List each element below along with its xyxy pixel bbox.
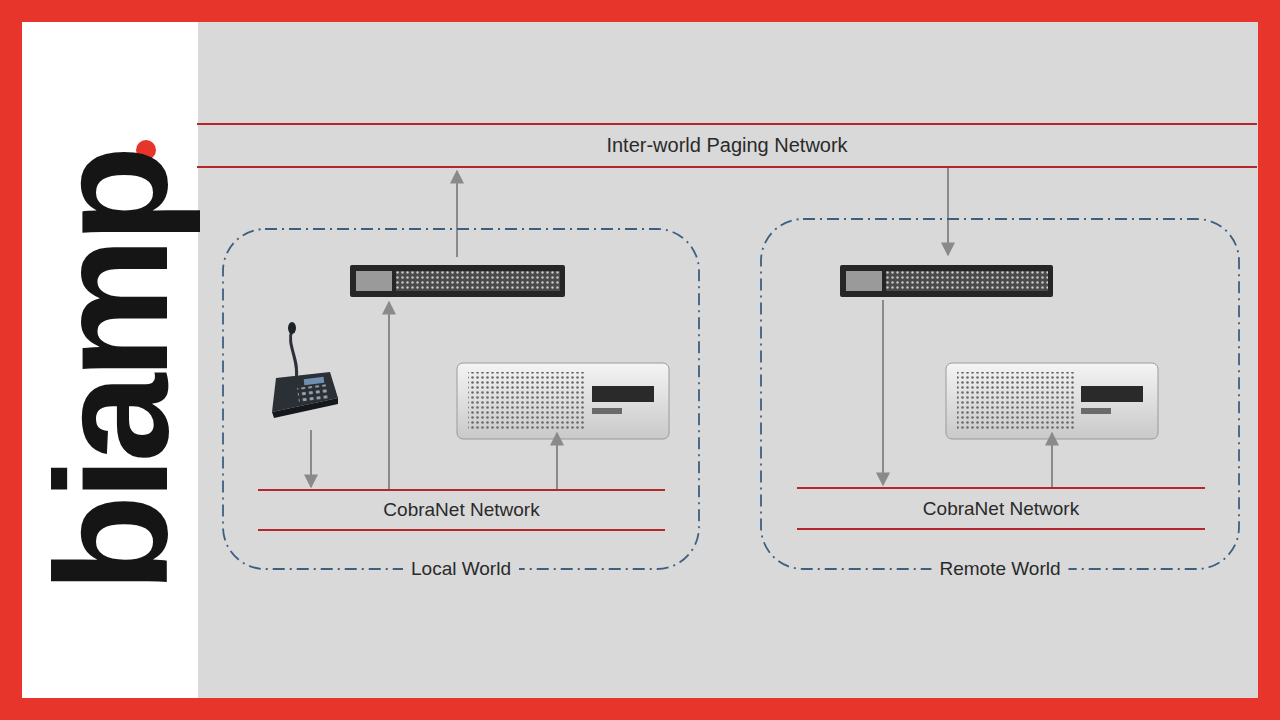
rack-logo-plate — [846, 271, 882, 291]
amp-grille — [468, 372, 586, 430]
rack-chassis — [840, 265, 1053, 297]
signal-arrow — [1051, 433, 1053, 487]
signal-arrow — [388, 302, 390, 489]
paging-station — [272, 322, 338, 418]
amplifier — [946, 363, 1158, 439]
rack-unit — [840, 265, 1053, 297]
rack-face — [396, 271, 560, 291]
amp-display — [1081, 386, 1143, 402]
amp-chassis — [457, 363, 669, 439]
dash-dot-boundary — [223, 229, 699, 569]
gooseneck — [290, 330, 296, 380]
group-label: Remote World — [931, 557, 1068, 581]
mic-head — [288, 322, 296, 334]
amp-chassis — [946, 363, 1158, 439]
world-group: Local WorldCobraNet Network — [222, 228, 700, 570]
network-band: CobraNet Network — [258, 489, 665, 531]
rack-unit — [350, 265, 565, 297]
signal-arrow — [947, 168, 949, 255]
logo-panel — [22, 22, 198, 698]
signal-arrows — [311, 168, 1052, 489]
station-display — [304, 377, 325, 385]
group-label: Local World — [403, 557, 519, 581]
signal-arrow — [556, 433, 558, 489]
rack-perforation — [396, 271, 560, 291]
signal-arrow — [882, 300, 884, 485]
diagram-background — [198, 22, 1258, 698]
network-label: CobraNet Network — [375, 498, 547, 522]
network-label: CobraNet Network — [915, 497, 1087, 521]
brand-logo: biamp — [32, 151, 192, 592]
amp-indicator — [1081, 408, 1111, 414]
amp-indicator — [592, 408, 622, 414]
amplifier — [457, 363, 669, 439]
world-group: Remote WorldCobraNet Network — [760, 218, 1240, 570]
network-label: Inter-world Paging Network — [606, 134, 847, 157]
rack-chassis — [350, 265, 565, 297]
network-band: CobraNet Network — [797, 487, 1205, 530]
signal-arrow — [310, 430, 312, 487]
station-keypad — [297, 384, 329, 404]
signal-arrow — [456, 171, 458, 257]
amp-display — [592, 386, 654, 402]
amp-grille — [957, 372, 1075, 430]
dash-dot-boundary — [761, 219, 1239, 569]
rack-face — [886, 271, 1048, 291]
rack-logo-plate — [356, 271, 392, 291]
rack-perforation — [886, 271, 1048, 291]
network-band: Inter-world Paging Network — [197, 123, 1257, 168]
